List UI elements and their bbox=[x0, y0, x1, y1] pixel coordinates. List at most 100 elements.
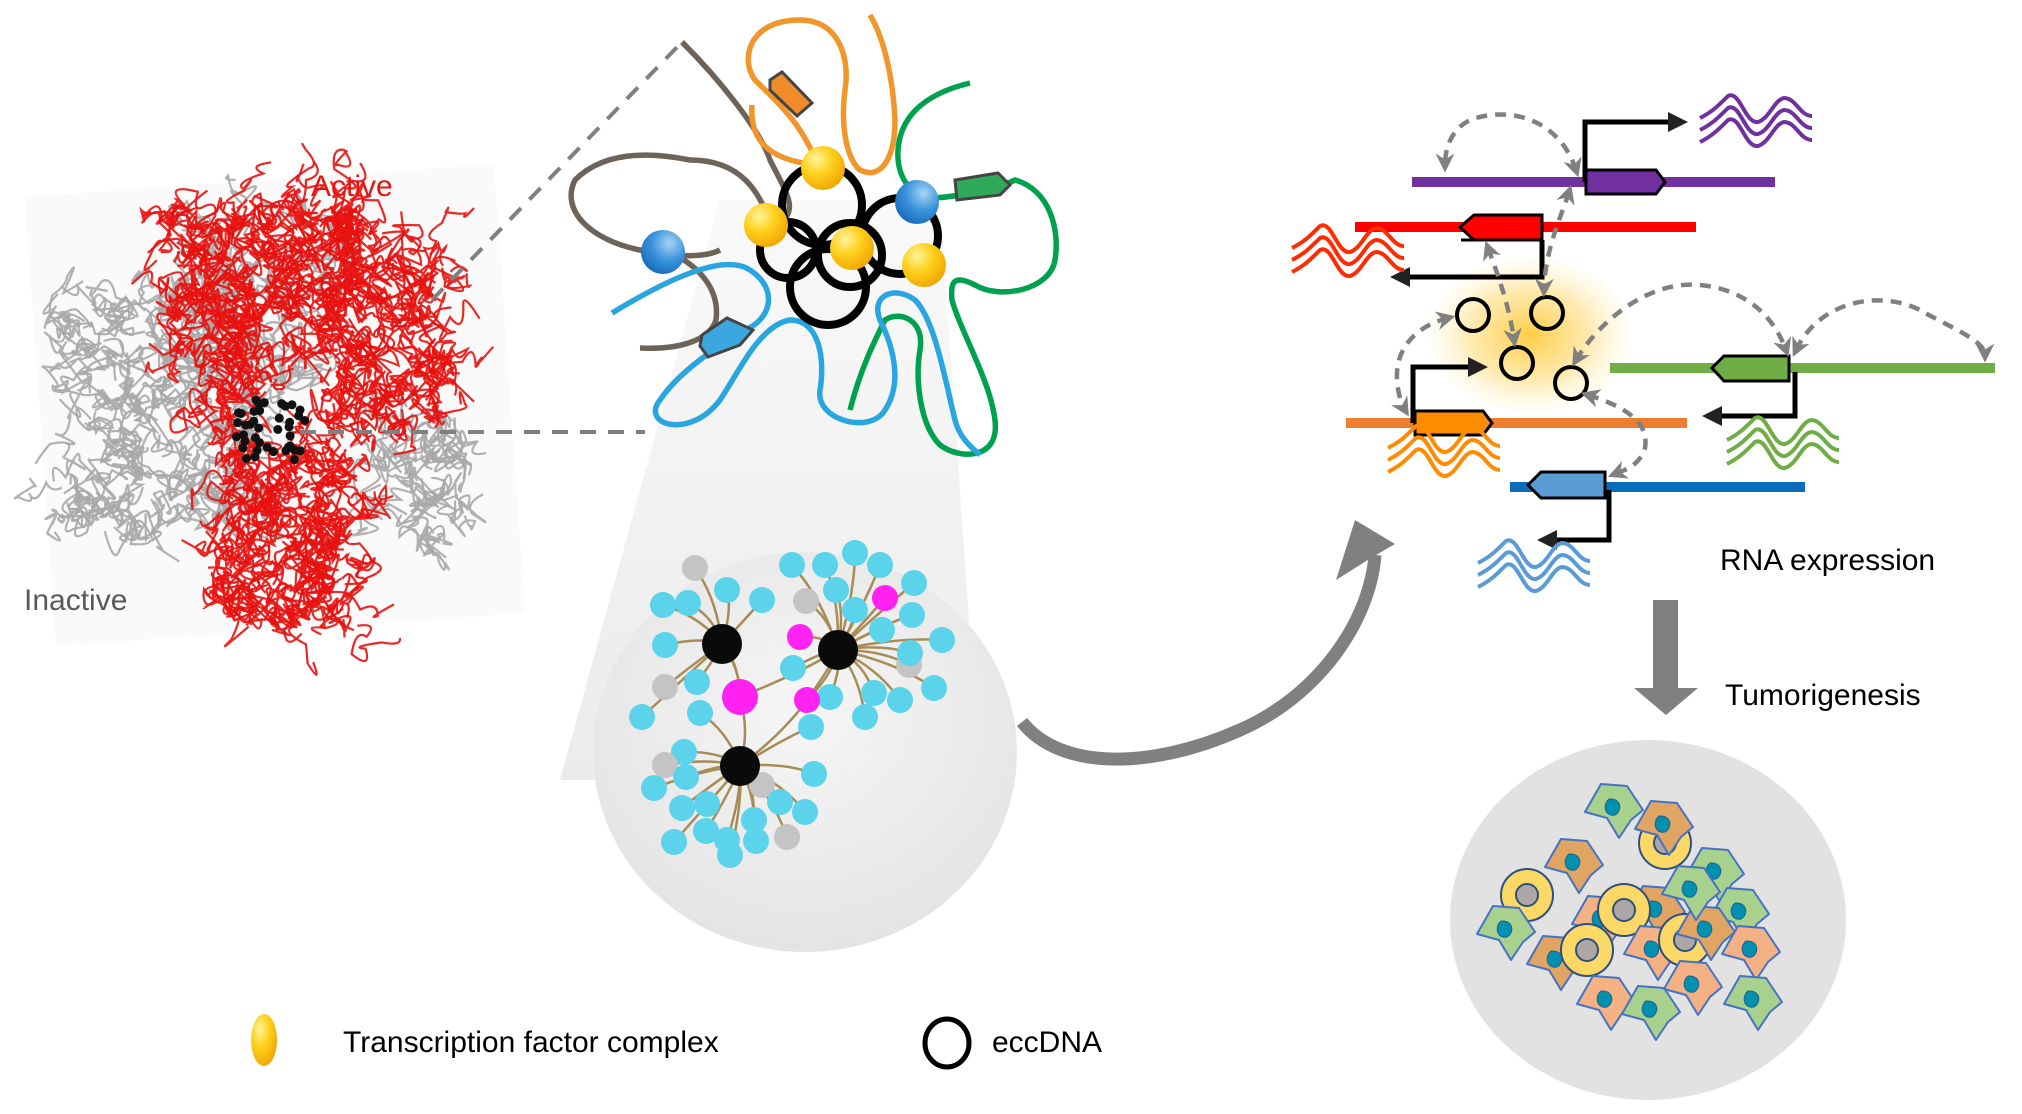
cell-nucleus bbox=[1564, 853, 1581, 871]
network-node-gene bbox=[861, 680, 887, 706]
interaction-arrow bbox=[1580, 389, 1648, 479]
active-fiber bbox=[334, 379, 377, 424]
hub-bead bbox=[262, 442, 272, 452]
rna-wave bbox=[1699, 105, 1813, 136]
inactive-fiber bbox=[85, 279, 146, 312]
gene-marker-blue bbox=[698, 316, 756, 359]
rna-wave bbox=[1477, 562, 1591, 593]
active-fiber bbox=[252, 518, 284, 574]
active-fiber bbox=[221, 332, 256, 379]
network-node-gene bbox=[650, 592, 676, 618]
gene-marker-orange bbox=[768, 70, 815, 119]
inactive-fiber bbox=[43, 318, 81, 354]
active-fiber bbox=[349, 483, 394, 521]
inactive-fiber bbox=[13, 477, 63, 502]
hub-bead bbox=[231, 432, 241, 442]
inactive-fiber bbox=[49, 342, 102, 373]
tf-condensate-glow bbox=[1430, 258, 1630, 412]
active-fiber bbox=[324, 299, 347, 346]
active-fiber bbox=[279, 443, 303, 509]
inactive-fiber bbox=[55, 313, 86, 342]
rna-wave bbox=[1699, 93, 1813, 124]
active-fiber bbox=[187, 404, 224, 446]
gene-box-purple bbox=[1584, 168, 1667, 196]
active-fiber bbox=[310, 266, 353, 303]
active-fiber bbox=[224, 297, 274, 332]
inactive-fiber bbox=[99, 500, 155, 542]
gene-box-green bbox=[1709, 354, 1791, 383]
inactive-fiber bbox=[286, 356, 324, 389]
gene-box-red bbox=[1457, 213, 1544, 242]
inactive-fiber bbox=[54, 350, 93, 395]
active-fiber bbox=[304, 452, 336, 473]
network-node-gene bbox=[767, 789, 793, 815]
down-arrow-head bbox=[1634, 688, 1698, 715]
active-fiber bbox=[253, 194, 279, 231]
inactive-fiber bbox=[44, 508, 66, 542]
active-fiber bbox=[246, 469, 289, 505]
active-fiber bbox=[241, 378, 267, 412]
hub-bead bbox=[249, 406, 259, 416]
inactive-fiber bbox=[42, 293, 93, 329]
hub-bead bbox=[254, 437, 264, 447]
tf-sphere bbox=[801, 146, 845, 190]
interaction-arrow bbox=[1534, 184, 1575, 298]
hub-bead bbox=[268, 447, 278, 457]
hub-bead bbox=[295, 446, 305, 456]
hub-bead bbox=[285, 431, 295, 441]
inactive-fiber bbox=[150, 308, 200, 352]
active-fiber bbox=[315, 492, 365, 521]
inactive-fiber bbox=[149, 500, 166, 536]
inactive-fiber bbox=[389, 449, 414, 474]
inactive-fiber bbox=[118, 339, 159, 379]
cell-nucleus bbox=[1683, 975, 1700, 993]
tumorigenesis-label: Tumorigenesis bbox=[1725, 679, 1921, 712]
gene-marker-green bbox=[953, 171, 1013, 202]
network-node-gene bbox=[899, 602, 925, 628]
active-fiber bbox=[208, 377, 245, 419]
network-node-gene bbox=[801, 761, 827, 787]
eccdna-circle bbox=[1553, 365, 1589, 401]
cell-nucleus bbox=[1604, 798, 1621, 816]
active-fiber bbox=[270, 608, 310, 628]
hub-bead bbox=[233, 418, 243, 428]
inactive-fiber bbox=[93, 468, 129, 515]
tumor-cells bbox=[1476, 783, 1783, 1041]
network-node-hub bbox=[702, 624, 742, 664]
inactive-fiber bbox=[84, 344, 120, 371]
active-fiber bbox=[283, 273, 315, 308]
active-fiber bbox=[322, 605, 352, 638]
legend-eccdna-label: eccDNA bbox=[992, 1026, 1102, 1059]
inactive-fiber bbox=[145, 312, 180, 350]
strand-brown bbox=[568, 40, 793, 259]
inactive-fiber bbox=[415, 416, 447, 462]
active-fiber bbox=[394, 246, 423, 276]
active-fiber bbox=[342, 273, 402, 333]
hub-bead bbox=[277, 399, 287, 409]
gene-line-blue bbox=[1510, 482, 1805, 492]
network-node-gene bbox=[842, 540, 868, 566]
inactive-fiber bbox=[103, 530, 163, 556]
active-fiber bbox=[269, 315, 321, 376]
network-node-gene bbox=[717, 842, 743, 868]
cell-nucleus bbox=[1681, 880, 1698, 898]
hub-bead bbox=[238, 443, 248, 453]
inactive-fiber bbox=[173, 500, 212, 534]
active-fiber bbox=[245, 520, 271, 561]
arrowhead-orange bbox=[1468, 357, 1488, 377]
active-fiber bbox=[258, 294, 302, 320]
interaction-arrow bbox=[1391, 311, 1456, 417]
active-fiber bbox=[329, 223, 372, 243]
rna-wave bbox=[1291, 235, 1405, 266]
network-nodes bbox=[629, 540, 955, 868]
rna-wave bbox=[1726, 427, 1840, 458]
active-fiber bbox=[354, 363, 384, 420]
active-fiber bbox=[374, 409, 419, 434]
network-node-gene bbox=[669, 795, 695, 821]
active-fiber bbox=[350, 624, 402, 662]
cell-nucleus bbox=[1741, 940, 1758, 958]
legend-tf-symbol bbox=[251, 1014, 277, 1066]
flow-arrow-curved bbox=[1016, 520, 1395, 766]
hub-bead bbox=[284, 422, 294, 432]
active-fiber bbox=[349, 194, 387, 235]
